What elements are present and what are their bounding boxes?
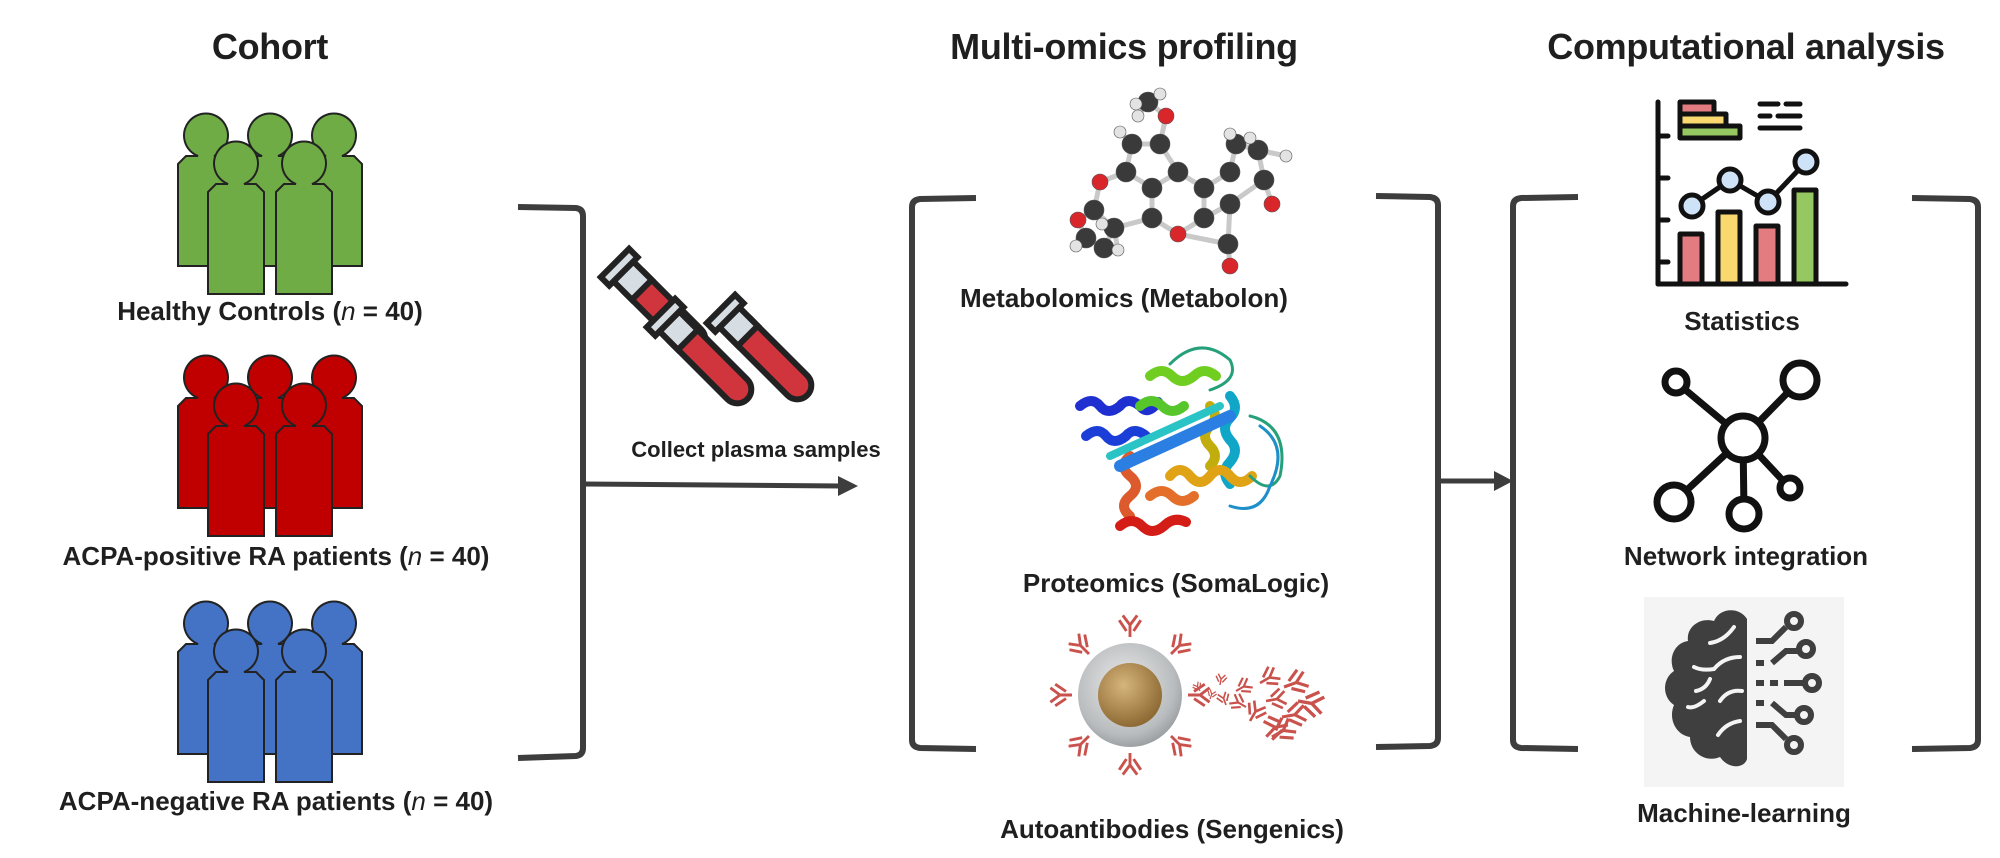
antibody: [1297, 690, 1326, 719]
antibody: [1192, 681, 1201, 692]
atom: [1193, 207, 1215, 229]
atom: [1149, 133, 1171, 155]
blood-tubes-icon: [596, 244, 815, 407]
antibody: [1068, 633, 1091, 656]
antibody: [1229, 693, 1247, 709]
person-icon: [207, 382, 265, 537]
brain-circuit-icon: [1644, 597, 1844, 787]
antibody: [1118, 753, 1142, 776]
antibody: [1169, 633, 1192, 656]
antibody: [1215, 673, 1228, 686]
atom: [1217, 233, 1239, 255]
molecule-icon: [1069, 87, 1293, 275]
atom: [1167, 161, 1189, 183]
autoantibodies-label: Autoantibodies (Sengenics): [1000, 814, 1344, 844]
group-label-healthy: Healthy Controls (n = 40): [117, 296, 423, 326]
helix: [1115, 514, 1191, 536]
atom: [1091, 173, 1109, 191]
atom: [1129, 97, 1143, 111]
antibody: [1169, 734, 1192, 757]
atom: [1263, 195, 1281, 213]
atom: [1083, 199, 1105, 221]
people-group-icon-acpa-negative: [177, 600, 363, 783]
people-group-icon-acpa-positive: [177, 354, 363, 537]
proteomics-label: Proteomics (SomaLogic): [1022, 568, 1330, 598]
atom: [1121, 133, 1143, 155]
helix: [1135, 396, 1189, 416]
cohort-title: Cohort: [211, 26, 329, 67]
helix: [1075, 396, 1163, 416]
helix: [1145, 366, 1221, 386]
atom: [1219, 193, 1241, 215]
helix: [1081, 426, 1151, 446]
atom: [1193, 177, 1215, 199]
protein-ribbon-icon: [1075, 346, 1284, 536]
atom: [1157, 107, 1175, 125]
helix: [1165, 465, 1257, 487]
analysis-title: Computational analysis: [1547, 26, 1945, 67]
metabolomics-label: Metabolomics (Metabolon): [960, 283, 1288, 313]
person-icon: [275, 628, 333, 783]
atom: [1131, 109, 1145, 123]
antibody: [1259, 666, 1281, 686]
antibody: [1265, 687, 1288, 710]
antibody: [1207, 689, 1217, 700]
person-icon: [207, 140, 265, 295]
statistics-label: Statistics: [1684, 306, 1800, 336]
antibody: [1188, 683, 1211, 707]
atom: [1141, 207, 1163, 229]
atom: [1219, 161, 1241, 183]
blood-tube: [642, 294, 755, 407]
antibody: [1068, 734, 1091, 757]
antibody: [1281, 701, 1308, 727]
atom: [1247, 139, 1269, 161]
antibody-bead-icon: [1049, 614, 1326, 776]
atom: [1111, 243, 1125, 257]
person-icon: [275, 140, 333, 295]
antibody: [1235, 677, 1253, 693]
atom: [1113, 125, 1127, 139]
people-group-icon-healthy: [177, 112, 363, 295]
atom: [1141, 177, 1163, 199]
statistics-chart-icon: [1655, 99, 1849, 287]
machine-learning-label: Machine-learning: [1637, 798, 1851, 828]
atom: [1243, 131, 1257, 145]
atom: [1095, 217, 1109, 231]
atom: [1069, 211, 1087, 229]
group-label-acpa-positive: ACPA-positive RA patients (n = 40): [62, 541, 490, 571]
atom: [1069, 239, 1083, 253]
person-icon: [207, 628, 265, 783]
multiomics-title: Multi-omics profiling: [950, 26, 1298, 67]
antibody: [1283, 668, 1310, 694]
atom: [1115, 161, 1137, 183]
helix: [1145, 486, 1199, 506]
antibody: [1262, 715, 1289, 741]
atom: [1153, 87, 1167, 101]
atom: [1253, 169, 1275, 191]
network-integration-label: Network integration: [1623, 541, 1869, 571]
helix: [1200, 401, 1220, 471]
antibody: [1049, 683, 1072, 707]
network-icon: [1653, 359, 1821, 533]
atom: [1221, 257, 1239, 275]
atom: [1169, 225, 1187, 243]
antibody: [1216, 691, 1230, 706]
person-icon: [275, 382, 333, 537]
atom: [1279, 149, 1293, 163]
atom: [1223, 127, 1237, 141]
antibody: [1247, 700, 1267, 722]
antibody: [1118, 614, 1142, 637]
blood-tube: [702, 290, 815, 403]
collect-plasma-label: Collect plasma samples: [631, 437, 881, 462]
group-label-acpa-negative: ACPA-negative RA patients (n = 40): [58, 786, 494, 816]
